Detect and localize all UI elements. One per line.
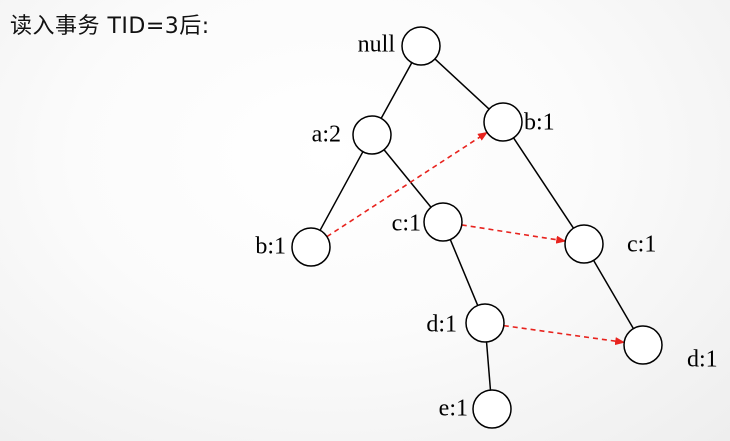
node-label-d2: d:1 [687,347,718,373]
slide-title: 读入事务 TID=3后: [10,14,210,39]
tree-edge-root-b1 [434,58,490,110]
node-label-c2: c:1 [627,232,656,258]
node-label-b2: b:1 [255,234,286,260]
tree-nodes [291,26,663,429]
tree-edge-b1-c2 [512,137,575,229]
tree-edge-root-a [380,62,413,119]
node-label-a: a:2 [312,122,341,148]
tree-edge-c2-d2 [592,260,635,329]
node-link-arrow-d1-d2 [503,324,626,346]
node-label-b1: b:1 [524,110,555,136]
tree-edge-a-b2 [319,151,364,231]
tree-node-b2 [291,227,331,267]
tree-edge-d1-e1 [485,341,492,391]
node-labels: null a:2 b:1 b:1 c:1 c:1 d:1 d:1 e:1 [255,32,717,422]
node-label-e1: e:1 [439,396,468,422]
tree-node-d2 [623,325,663,365]
node-link-arrow-c1-c2 [461,224,567,244]
node-links [326,131,626,346]
tree-node-e1 [472,389,512,429]
tree-node-c2 [564,224,604,264]
tree-node-a [352,115,392,155]
node-link-arrow-b2-b1 [326,131,488,238]
tree-edge-c1-d1 [449,239,479,306]
tree-node-d1 [465,303,505,343]
tree-node-root [401,26,441,66]
node-label-root: null [358,32,396,58]
tree-edges [319,58,635,391]
tree-node-b1 [483,102,523,142]
tree-node-c1 [423,202,463,242]
node-label-d1: d:1 [426,312,457,338]
tree-edge-a-c1 [383,149,432,208]
node-label-c1: c:1 [392,211,421,237]
